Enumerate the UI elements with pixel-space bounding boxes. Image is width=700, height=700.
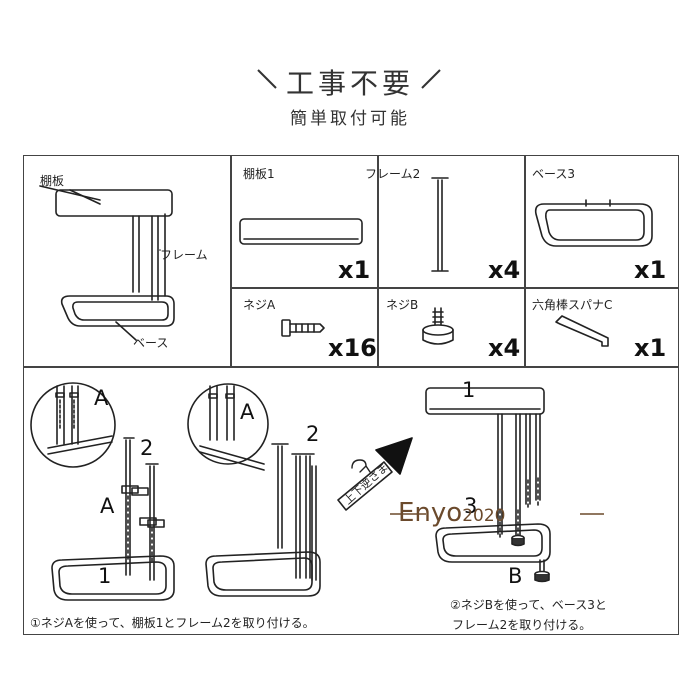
grid-divider bbox=[230, 155, 232, 367]
overview-base-label: ベース bbox=[133, 336, 169, 350]
page-subtitle: 簡単取付可能 bbox=[290, 109, 410, 129]
part-qty-shelf: x1 bbox=[338, 256, 371, 284]
part-qty-base: x1 bbox=[634, 256, 667, 284]
page-title: 工事不要 bbox=[285, 67, 414, 100]
part-label-screw-a: ネジA bbox=[243, 298, 276, 312]
callout-screw-a-assembly: A bbox=[100, 494, 115, 518]
grid-divider bbox=[23, 366, 679, 368]
step2-assembly-drawing bbox=[425, 387, 551, 583]
watermark-logo: Enyo2020 bbox=[398, 498, 505, 528]
grid-divider bbox=[230, 287, 679, 289]
step1-magnifier-drawing bbox=[30, 382, 116, 468]
part-base-drawing bbox=[534, 199, 653, 247]
overview-table-drawing bbox=[39, 185, 175, 341]
step1-note: ①ネジAを使って、棚板1とフレーム2を取り付ける。 bbox=[30, 616, 315, 630]
instruction-frame bbox=[23, 155, 679, 635]
step1-assembly-drawing bbox=[51, 437, 175, 601]
part-qty-screw-b: x4 bbox=[488, 334, 521, 362]
grid-divider bbox=[524, 155, 526, 367]
part-label-hex-wrench: 六角棒スパナC bbox=[532, 298, 613, 312]
part-label-frame: フレーム2 bbox=[365, 167, 421, 181]
watermark-brand: Enyo bbox=[398, 498, 463, 528]
step1b-magnifier-drawing bbox=[187, 383, 269, 471]
step2-note-line1: ②ネジBを使って、ベース3と bbox=[450, 598, 607, 612]
part-qty-hex-wrench: x1 bbox=[634, 334, 667, 362]
part-label-shelf: 棚板1 bbox=[243, 167, 275, 181]
grid-divider bbox=[377, 155, 379, 367]
part-hex-wrench-drawing bbox=[555, 315, 609, 347]
part-screw-a-drawing bbox=[281, 319, 325, 337]
part-label-screw-b: ネジB bbox=[386, 298, 419, 312]
part-label-base: ベース3 bbox=[532, 167, 576, 181]
overview-frame-label: フレーム bbox=[160, 248, 208, 262]
callout-base-3: 3 bbox=[464, 494, 478, 518]
step1b-assembly-drawing bbox=[205, 443, 321, 597]
step2-note-line2: フレーム2を取り付ける。 bbox=[452, 618, 592, 632]
callout-screw-b: B bbox=[508, 564, 523, 588]
part-frame-drawing bbox=[431, 177, 449, 272]
overview-shelf-label: 棚板 bbox=[40, 174, 65, 188]
flip-arrow-drawing bbox=[337, 437, 413, 511]
callout-shelf-1: 1 bbox=[98, 564, 112, 588]
part-shelf-drawing bbox=[239, 218, 363, 245]
callout-frame-2b: 2 bbox=[306, 422, 320, 446]
callout-frame-2: 2 bbox=[140, 436, 154, 460]
callout-screw-a-2: A bbox=[240, 400, 255, 424]
callout-shelf-1b: 1 bbox=[462, 378, 476, 402]
part-screw-b-drawing bbox=[422, 307, 454, 345]
callout-screw-a: A bbox=[94, 386, 109, 410]
part-qty-frame: x4 bbox=[488, 256, 521, 284]
part-qty-screw-a: x16 bbox=[328, 334, 377, 362]
watermark-year: 2020 bbox=[462, 506, 506, 526]
